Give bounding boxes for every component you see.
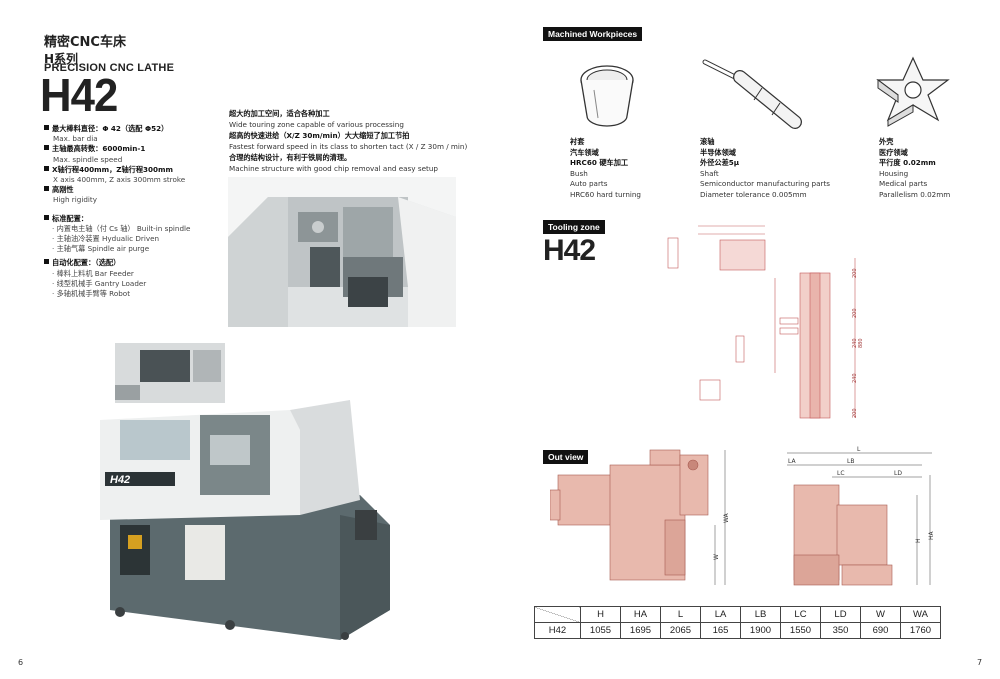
table-cell: H42 bbox=[534, 622, 581, 639]
feature-en: Fastest forward speed in its class to sh… bbox=[229, 142, 468, 151]
auto-item: · 多轴机械手臂等 Robot bbox=[52, 289, 131, 299]
spec-item: 主轴最高转数：6000min-1 bbox=[44, 144, 224, 154]
table-header-cell: H bbox=[580, 606, 621, 623]
table-cell: 350 bbox=[820, 622, 861, 639]
table-row: H42 1055 1695 2065 165 1900 1550 350 690… bbox=[534, 622, 941, 639]
svg-text:880: 880 bbox=[858, 338, 864, 348]
workpiece-housing-text: 外壳 医疗领域 平行度 0.02mm Housing Medical parts… bbox=[879, 137, 951, 199]
auto-item: · 线型机械手 Gantry Loader bbox=[52, 278, 147, 288]
workpiece-shaft-text: 滚轴 半导体领域 外径公差5μ Shaft Semiconductor manu… bbox=[700, 137, 831, 199]
title-en: PRECISION CNC LATHE bbox=[44, 62, 175, 74]
feature-en: Wide touring zone capable of various pro… bbox=[229, 120, 404, 129]
bullet-icon bbox=[44, 145, 49, 151]
page-number-left: 6 bbox=[18, 658, 24, 667]
bullet-icon bbox=[44, 259, 49, 265]
table-header-cell: WA bbox=[900, 606, 941, 623]
title-cn: 精密CNC车床 bbox=[44, 35, 126, 50]
standard-item: · 内置电主轴（付 Cs 轴） Built-in spindle bbox=[52, 223, 191, 233]
svg-text:WA: WA bbox=[723, 512, 730, 523]
svg-text:200: 200 bbox=[852, 268, 858, 278]
bullet-icon bbox=[44, 186, 49, 192]
svg-text:200: 200 bbox=[852, 408, 858, 418]
machining-zone-photo bbox=[228, 177, 456, 327]
spec-item-en: X axis 400mm, Z axis 300mm stroke bbox=[53, 175, 186, 185]
standard-item: · 主轴油冷装置 Hydualic Driven bbox=[52, 234, 160, 244]
spec-item: X轴行程400mm，Z轴行程300mm bbox=[44, 165, 224, 175]
table-cell: 1055 bbox=[580, 622, 621, 639]
svg-text:LB: LB bbox=[847, 458, 854, 465]
spec-item: 最大棒料直径：Φ 42（选配 Φ52） bbox=[44, 124, 224, 134]
bullet-icon bbox=[44, 125, 49, 130]
machine-badge: H42 bbox=[110, 474, 130, 486]
table-cell: 1760 bbox=[900, 622, 941, 639]
spec-list: 最大棒料直径：Φ 42（选配 Φ52） Max. bar dia 主轴最高转数：… bbox=[44, 124, 224, 299]
table-cell: 165 bbox=[700, 622, 741, 639]
table-cell: 1900 bbox=[740, 622, 781, 639]
spec-item-en: Max. bar dia bbox=[53, 134, 98, 144]
svg-text:240: 240 bbox=[852, 373, 858, 383]
standard-title: 标准配置： bbox=[44, 214, 224, 224]
table-cell: 690 bbox=[860, 622, 901, 639]
standard-item: · 主轴气幕 Spindle air purge bbox=[52, 244, 150, 254]
outview-front-drawing: WA W bbox=[549, 445, 750, 595]
spec-item-en: Max. spindle speed bbox=[53, 154, 123, 164]
housing-icon bbox=[868, 50, 958, 130]
spec-item-en: High rigidity bbox=[53, 195, 97, 205]
svg-text:LD: LD bbox=[894, 470, 902, 477]
auto-item: · 棒料上料机 Bar Feeder bbox=[52, 268, 134, 278]
table-header-cell: L bbox=[660, 606, 701, 623]
svg-text:W: W bbox=[713, 554, 720, 560]
outview-side-drawing: L LA LB LC LD H HA bbox=[782, 445, 942, 595]
table-cell: 1695 bbox=[620, 622, 661, 639]
feature-list: 超大的加工空间，适合各种加工 Wide touring zone capable… bbox=[229, 108, 469, 174]
workpieces-header: Machined Workpieces bbox=[543, 27, 643, 41]
svg-text:H: H bbox=[915, 538, 922, 543]
model-heading: H42 bbox=[40, 69, 118, 121]
machine-photo: H42 bbox=[100, 340, 400, 640]
auto-title: 自动化配置：（选配） bbox=[44, 258, 224, 268]
svg-text:LC: LC bbox=[837, 470, 845, 477]
bullet-icon bbox=[44, 214, 49, 220]
svg-text:L: L bbox=[857, 446, 861, 453]
spec-item: 高刚性 bbox=[44, 185, 224, 195]
series-cn: H系列 bbox=[44, 52, 79, 66]
table-header-cell: W bbox=[860, 606, 901, 623]
feature-cn: 超高的快速进给（X/Z 30m/min）大大缩短了加工节拍 bbox=[229, 131, 410, 140]
svg-text:200: 200 bbox=[852, 308, 858, 318]
outview-header: Out view bbox=[543, 450, 589, 464]
table-header-cell: LB bbox=[740, 606, 781, 623]
page-number-right: 7 bbox=[977, 658, 983, 667]
tooling-model: H42 bbox=[543, 234, 596, 267]
table-header-cell: LD bbox=[820, 606, 861, 623]
table-cell: 2065 bbox=[660, 622, 701, 639]
feature-en: Machine structure with good chip removal… bbox=[229, 164, 438, 173]
bush-icon bbox=[572, 52, 642, 132]
svg-text:HA: HA bbox=[928, 530, 935, 540]
table-header-cell: HA bbox=[620, 606, 661, 623]
table-header-cell: LA bbox=[700, 606, 741, 623]
shaft-icon bbox=[700, 52, 810, 132]
bullet-icon bbox=[44, 165, 49, 171]
svg-text:240: 240 bbox=[852, 338, 858, 348]
tooling-header: Tooling zone bbox=[543, 220, 605, 234]
workpiece-bush-text: 衬套 汽车领域 HRC60 硬车加工 Bush Auto parts HRC60… bbox=[570, 137, 641, 199]
feature-cn: 合理的结构设计，有利于铁屑的清理。 bbox=[229, 153, 352, 162]
table-header-cell: LC bbox=[780, 606, 821, 623]
dimensions-table: H HA L LA LB LC LD W WA H42 1055 1695 20… bbox=[534, 606, 941, 639]
svg-text:LA: LA bbox=[788, 458, 796, 465]
table-header-row: H HA L LA LB LC LD W WA bbox=[534, 606, 941, 623]
tooling-zone-drawing: 200 200 240 880 240 200 bbox=[660, 218, 870, 430]
feature-cn: 超大的加工空间，适合各种加工 bbox=[229, 109, 330, 118]
table-header-cell bbox=[534, 606, 581, 623]
table-cell: 1550 bbox=[780, 622, 821, 639]
